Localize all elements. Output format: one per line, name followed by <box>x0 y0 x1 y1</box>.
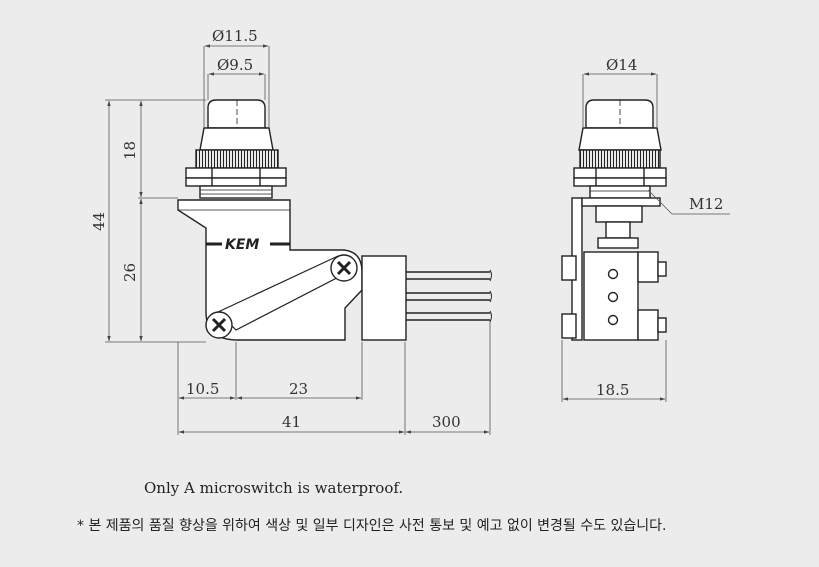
dim-side-width: 18.5 <box>596 381 629 399</box>
front-dimensions <box>105 44 491 435</box>
dim-width-total: 41 <box>282 413 301 431</box>
waterproof-note: Only A microswitch is waterproof. <box>144 479 404 497</box>
dim-width-left: 10.5 <box>186 380 219 398</box>
dim-lead-length: 300 <box>432 413 461 431</box>
dim-height-top: 18 <box>121 141 139 160</box>
kem-logo: KEM <box>225 237 259 253</box>
dim-side-diameter: Ø14 <box>606 56 637 74</box>
dim-height-bottom: 26 <box>121 263 139 282</box>
front-view <box>177 99 492 341</box>
dim-cap-inner: Ø9.5 <box>217 56 253 74</box>
dim-cap-outer: Ø11.5 <box>212 27 258 45</box>
side-dimensions <box>561 72 730 402</box>
design-change-notice: * 본 제품의 품질 향상을 위하여 색상 및 일부 디자인은 사전 통보 및 … <box>77 518 667 534</box>
dim-width-mid: 23 <box>289 380 308 398</box>
dim-height-total: 44 <box>90 212 108 231</box>
side-view <box>561 99 667 341</box>
dim-thread: M12 <box>689 195 723 213</box>
